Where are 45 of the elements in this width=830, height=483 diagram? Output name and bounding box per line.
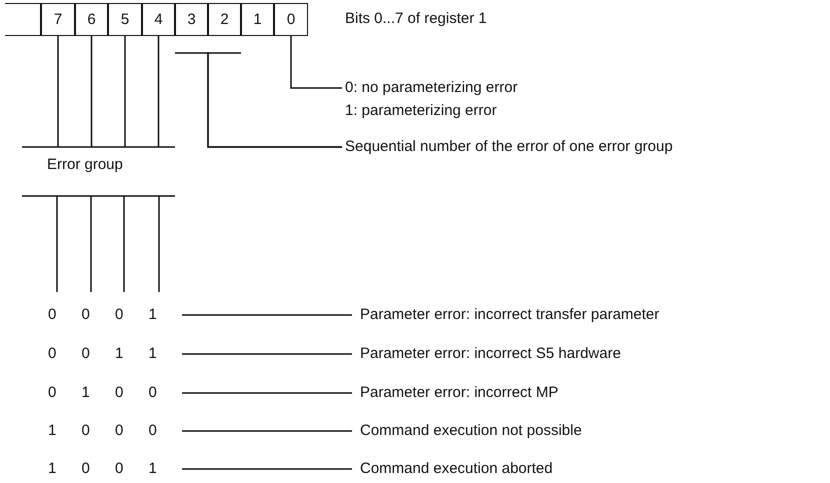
description-text: 0: no parameterizing error bbox=[345, 79, 518, 97]
description-text: 1: parameterizing error bbox=[345, 102, 498, 120]
leader-line bbox=[182, 353, 352, 355]
bracket-line bbox=[22, 146, 175, 148]
bit-number: 5 bbox=[120, 11, 130, 28]
register-caption: Bits 0...7 of register 1 bbox=[345, 10, 487, 28]
leader-line bbox=[182, 430, 352, 432]
leader-line bbox=[182, 392, 352, 394]
bit-number: 2 bbox=[220, 11, 229, 28]
bit-cell bbox=[175, 3, 208, 36]
leader-line bbox=[182, 468, 352, 470]
bit-cell bbox=[142, 3, 175, 36]
bit-code: 0 0 0 1 bbox=[48, 306, 157, 324]
bit-cell bbox=[274, 3, 308, 36]
bit-number: 4 bbox=[154, 11, 163, 28]
leader-line bbox=[290, 36, 342, 89]
description-text: Parameter error: incorrect MP bbox=[360, 384, 558, 402]
bit-cell bbox=[41, 3, 75, 36]
bit-code: 0 0 1 1 bbox=[48, 345, 157, 363]
leader-line bbox=[158, 36, 160, 147]
leader-line bbox=[207, 52, 342, 148]
leader-line bbox=[182, 314, 352, 316]
bit-cell bbox=[108, 3, 142, 36]
bit-cell bbox=[75, 3, 108, 36]
leader-line bbox=[57, 36, 59, 147]
description-text: Command execution not possible bbox=[360, 422, 582, 440]
register-cell bbox=[5, 3, 41, 36]
bit-code: 0 1 0 0 bbox=[48, 384, 157, 402]
description-text: Command execution aborted bbox=[360, 460, 553, 478]
bracket-line bbox=[21, 195, 176, 293]
description-text: Parameter error: incorrect transfer parameter bbox=[360, 306, 660, 324]
bit-code: 1 0 0 0 bbox=[48, 422, 157, 440]
bit-code: 1 0 0 1 bbox=[48, 460, 157, 478]
bit-number: 1 bbox=[253, 11, 262, 28]
bit-number: 7 bbox=[54, 11, 62, 28]
description-text: Sequential number of the error of one error group bbox=[345, 138, 673, 156]
group-label: Error group bbox=[47, 156, 123, 174]
leader-line bbox=[124, 36, 126, 147]
description-text: Parameter error: incorrect S5 hardware bbox=[360, 345, 621, 363]
bit-number: 3 bbox=[187, 11, 196, 28]
bit-cell bbox=[241, 3, 274, 36]
bit-number: 6 bbox=[87, 11, 96, 28]
bit-number: 0 bbox=[286, 11, 296, 28]
leader-line bbox=[90, 36, 92, 147]
bit-cell bbox=[208, 3, 241, 36]
